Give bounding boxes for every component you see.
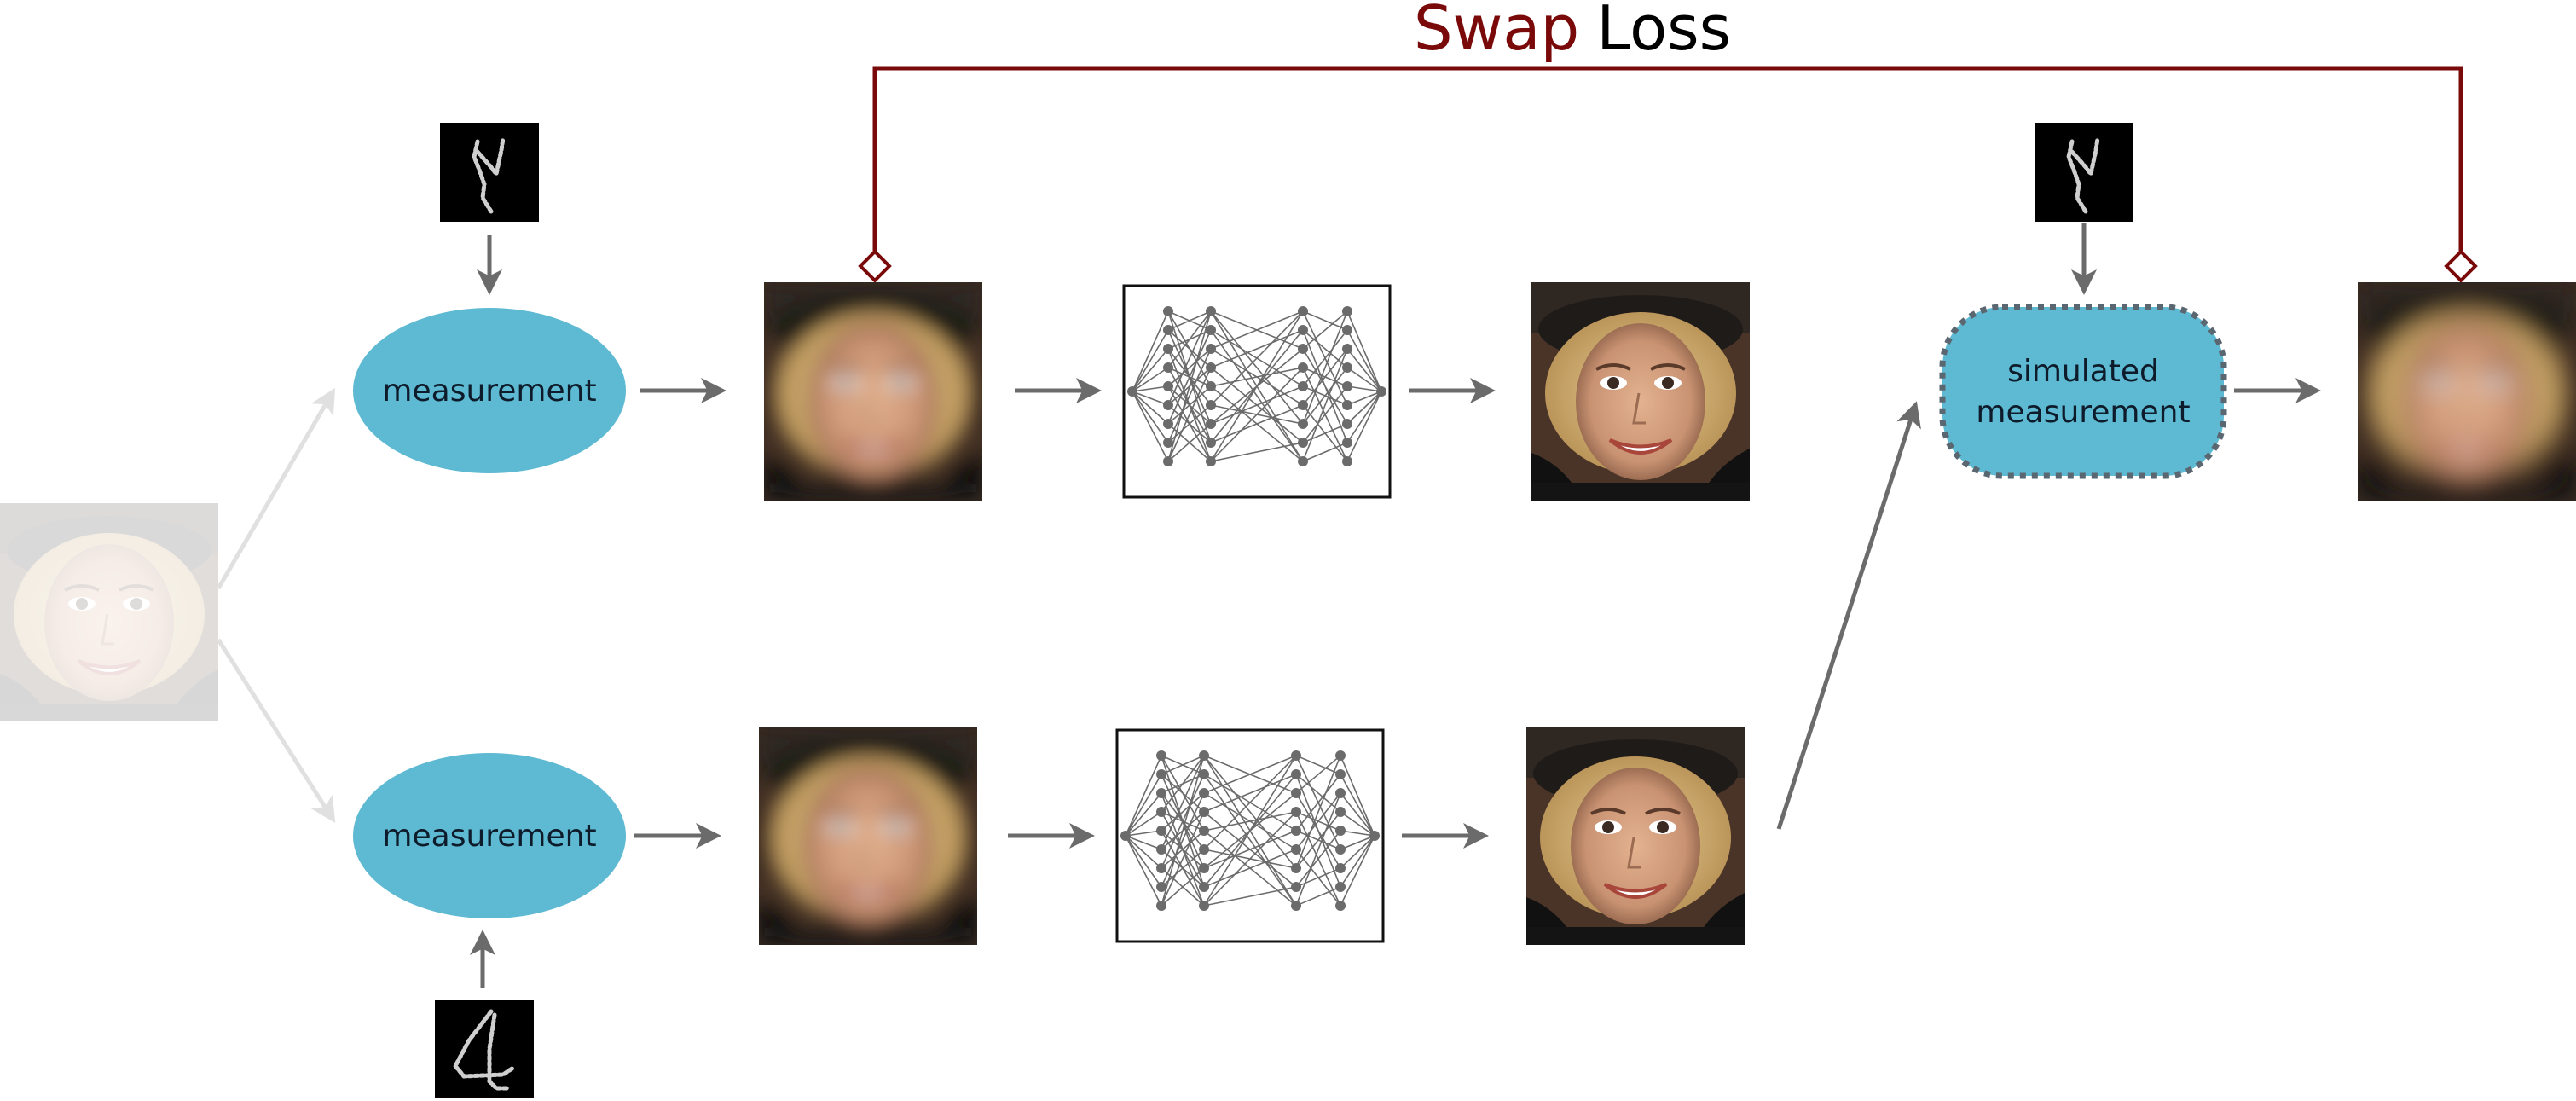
simulated-measurement-node: simulated measurement <box>1939 304 2227 479</box>
measurement-node-top: measurement <box>353 308 626 473</box>
blurred-face-top <box>764 282 982 501</box>
arrow-output-to-simulated <box>1776 401 1921 830</box>
reconstructed-face-top <box>1531 282 1750 501</box>
branch-arrow-bottom <box>216 638 336 824</box>
kernel-bottom-icon <box>435 1000 534 1098</box>
loss-connector-left-icon <box>858 249 892 283</box>
branch-arrow-top <box>216 387 336 590</box>
measurement-top-label: measurement <box>382 374 596 409</box>
simulated-blurred-face <box>2358 282 2576 501</box>
simulated-label-line1: simulated <box>2007 354 2159 389</box>
blurred-face-bottom <box>759 727 977 945</box>
neural-network-top-icon <box>1122 284 1392 499</box>
swap-loss-bracket <box>872 66 2463 256</box>
swap-loss-title: Swap Loss <box>1414 0 1731 64</box>
kernel-simulated-icon <box>2035 123 2133 222</box>
title-swap-word: Swap <box>1414 0 1579 64</box>
measurement-bottom-label: measurement <box>382 819 596 854</box>
simulated-label-line2: measurement <box>1976 395 2190 430</box>
neural-network-bottom-icon <box>1115 728 1385 943</box>
measurement-node-bottom: measurement <box>353 753 626 918</box>
title-loss-word: Loss <box>1596 0 1731 64</box>
loss-connector-right-icon <box>2444 249 2478 283</box>
kernel-top-icon <box>440 123 539 222</box>
input-face-image <box>0 503 218 721</box>
reconstructed-face-bottom <box>1526 727 1745 945</box>
